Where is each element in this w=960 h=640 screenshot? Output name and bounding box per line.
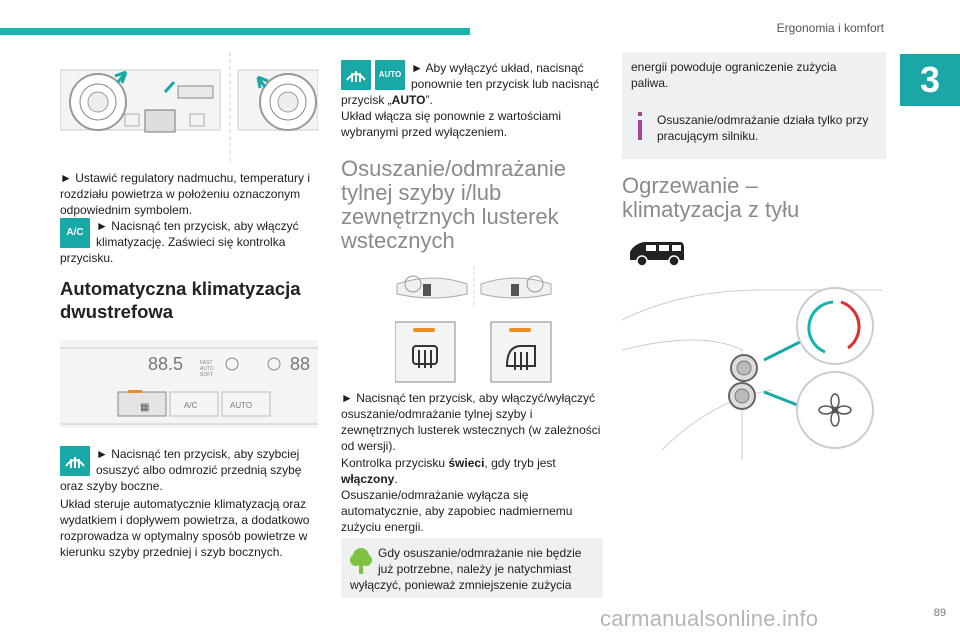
svg-text:88: 88 xyxy=(290,354,310,374)
rear-defrost-illustration xyxy=(394,266,553,386)
rear-defrost-instruction: ► Nacisnąć ten przycisk, aby włączyć/wył… xyxy=(341,391,601,453)
rear-defrost-auto-off: Osuszanie/odmrażanie wyłącza się automat… xyxy=(341,488,573,534)
svg-text:▦: ▦ xyxy=(140,402,149,413)
auto-off-block: AUTO ► Aby wyłączyć układ, nacisnąć pono… xyxy=(341,60,603,108)
display-readout: 88.5 xyxy=(148,354,183,374)
svg-text:FAST: FAST xyxy=(200,360,213,366)
defrost-front-block: ► Nacisnąć ten przycisk, aby szybciej os… xyxy=(60,446,312,494)
auto-climate-description: Układ steruje automatycznie klimatyzacją… xyxy=(60,497,310,559)
auto-button-icon: AUTO xyxy=(375,60,405,90)
rear-defrost-indicator-note: Kontrolka przycisku świeci, gdy tryb jes… xyxy=(341,456,556,486)
ac-button-block: A/C ► Nacisnąć ten przycisk, aby włączyć… xyxy=(60,218,312,266)
auto-restore-note: Układ włącza się ponownie z wartościami … xyxy=(341,109,562,139)
page-number: 89 xyxy=(933,607,946,619)
rear-climate-illustration xyxy=(621,280,882,460)
eco-note-cont-text: energii powoduje ograniczenie zużycia pa… xyxy=(631,60,837,90)
rear-defrost-heading: Osuszanie/odmrażanie tylnej szyby i/lub … xyxy=(341,156,567,253)
auto-climate-heading: Automatyczna klimatyzacja dwustrefowa xyxy=(60,278,301,322)
info-icon xyxy=(633,112,647,142)
van-icon xyxy=(628,238,686,268)
svg-text:AUTO: AUTO xyxy=(200,366,214,372)
eco-note-text: Gdy osuszanie/odmrażanie nie będzie już … xyxy=(350,546,582,592)
manual-ac-instruction: ► Ustawić regulatory nadmuchu, temperatu… xyxy=(60,171,310,217)
eco-note-box: Gdy osuszanie/odmrażanie nie będzie już … xyxy=(341,538,603,598)
eco-tree-icon xyxy=(350,547,372,575)
manual-ac-panel-illustration xyxy=(59,52,319,162)
top-accent-bar xyxy=(0,28,470,35)
rear-climate-heading: Ogrzewanie – klimatyzacja z tyłu xyxy=(622,173,800,222)
info-note-text: Osuszanie/odmrażanie działa tylko przy p… xyxy=(657,113,869,143)
ac-button-instruction: ► Nacisnąć ten przycisk, aby włączyć kli… xyxy=(60,219,299,265)
auto-climate-panel-illustration: 88.5 FAST AUTO SOFT 88 ▦ A/C AUTO xyxy=(60,340,318,428)
ac-button-icon: A/C xyxy=(60,218,90,248)
section-title: Ergonomia i komfort xyxy=(776,21,884,35)
svg-text:AUTO: AUTO xyxy=(230,401,252,410)
info-note-box: Osuszanie/odmrażanie działa tylko przy p… xyxy=(622,105,886,159)
chapter-number-tab: 3 xyxy=(900,54,960,106)
eco-note-continued: energii powoduje ograniczenie zużycia pa… xyxy=(622,52,886,106)
watermark: carmanualsonline.info xyxy=(600,606,819,631)
svg-text:A/C: A/C xyxy=(184,401,198,410)
auto-off-instruction: ► Aby wyłączyć układ, nacisnąć ponownie … xyxy=(341,61,600,107)
front-defrost-instruction: ► Nacisnąć ten przycisk, aby szybciej os… xyxy=(60,447,302,493)
svg-text:SOFT: SOFT xyxy=(200,372,213,378)
front-defrost-icon xyxy=(60,446,90,476)
defrost-icon xyxy=(341,60,371,90)
